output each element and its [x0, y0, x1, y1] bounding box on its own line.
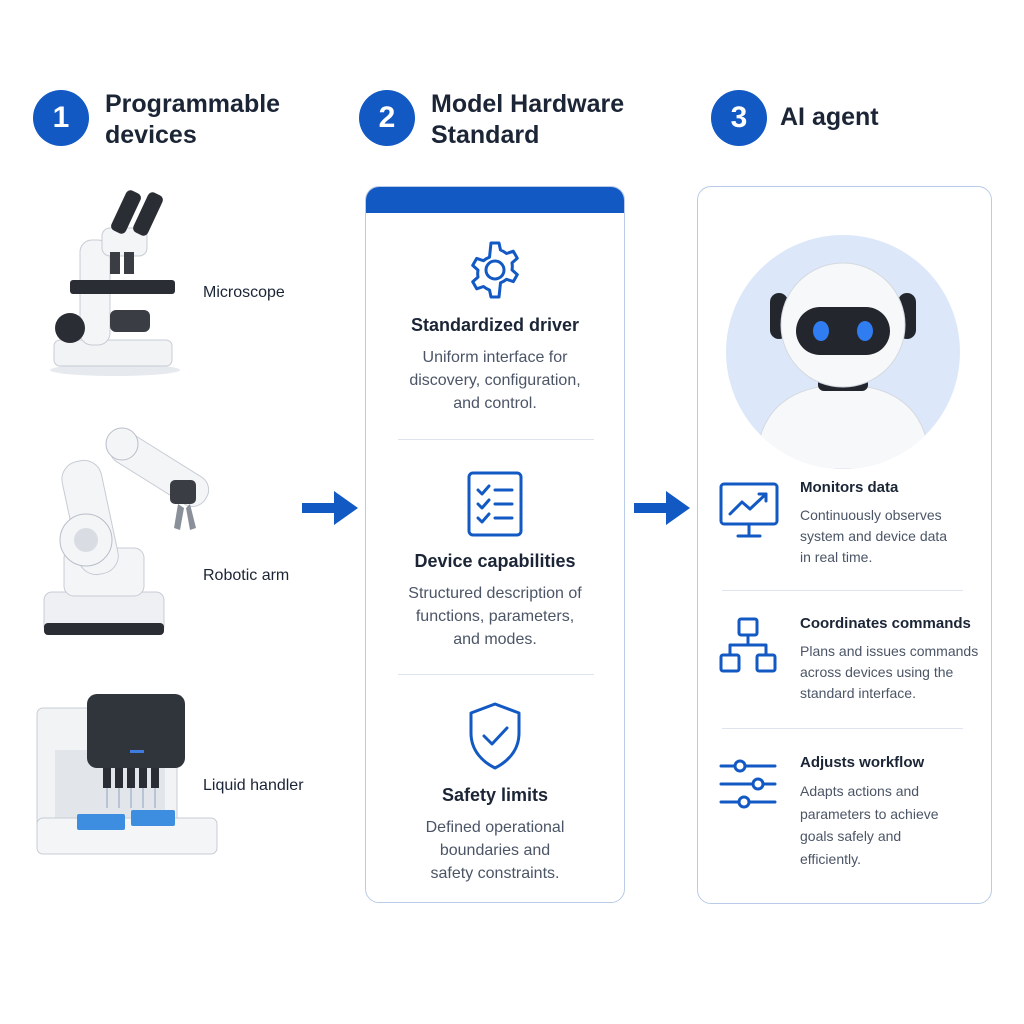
device-label-robotic-arm: Robotic arm: [203, 567, 290, 584]
standard-section-description: Defined operational boundaries and safet…: [425, 819, 565, 882]
liquid-handler-icon: [36, 694, 218, 855]
agent-item-description: Adapts actions and parameters to achieve…: [800, 783, 939, 867]
agent-item-title: Coordinates commands: [800, 615, 971, 632]
divider: [722, 590, 963, 591]
robot-avatar: [726, 235, 960, 469]
robotic-arm-icon: [43, 427, 210, 635]
shield-check-icon: [469, 702, 521, 770]
standard-section-description: Uniform interface for discovery, configu…: [409, 349, 581, 412]
step-3-badge: 3: [711, 90, 767, 146]
agent-item-description: Plans and issues commands across devices…: [800, 643, 979, 701]
step-2-title: Model Hardware Standard: [431, 90, 625, 149]
agent-item-title: Adjusts workflow: [800, 754, 925, 771]
standard-section-title: Standardized driver: [410, 315, 580, 335]
standard-card-header-bar: [366, 187, 624, 213]
gear-icon: [471, 241, 519, 299]
monitor-chart-icon: [719, 482, 779, 538]
agent-card: Monitors data Continuously observes syst…: [697, 186, 992, 904]
step-1-badge: 1: [33, 90, 89, 146]
hierarchy-icon: [719, 617, 777, 673]
microscope-icon: [50, 190, 180, 376]
standard-section-title: Safety limits: [441, 785, 549, 805]
arrow-right-icon: [634, 491, 690, 525]
divider: [722, 728, 963, 729]
checklist-icon: [467, 471, 523, 537]
standard-section-driver: Standardized driver Uniform interface fo…: [366, 239, 624, 415]
step-2-badge: 2: [359, 90, 415, 146]
device-label-microscope: Microscope: [203, 284, 285, 301]
standard-section-capabilities: Device capabilities Structured descripti…: [366, 471, 624, 651]
standard-section-safety: Safety limits Defined operational bounda…: [366, 701, 624, 885]
sliders-icon: [719, 759, 777, 809]
standard-section-description: Structured description of functions, par…: [408, 585, 582, 648]
divider: [398, 439, 594, 440]
device-label-liquid-handler: Liquid handler: [203, 777, 304, 794]
standard-section-title: Device capabilities: [414, 551, 576, 571]
agent-item-title: Monitors data: [800, 479, 899, 496]
agent-item-description: Continuously observes system and device …: [800, 507, 948, 565]
arrow-right-icon: [302, 491, 358, 525]
standard-card: Standardized driver Uniform interface fo…: [365, 186, 625, 903]
step-3-title: AI agent: [780, 103, 879, 131]
divider: [398, 674, 594, 675]
step-1-title: Programmable devices: [105, 90, 281, 149]
